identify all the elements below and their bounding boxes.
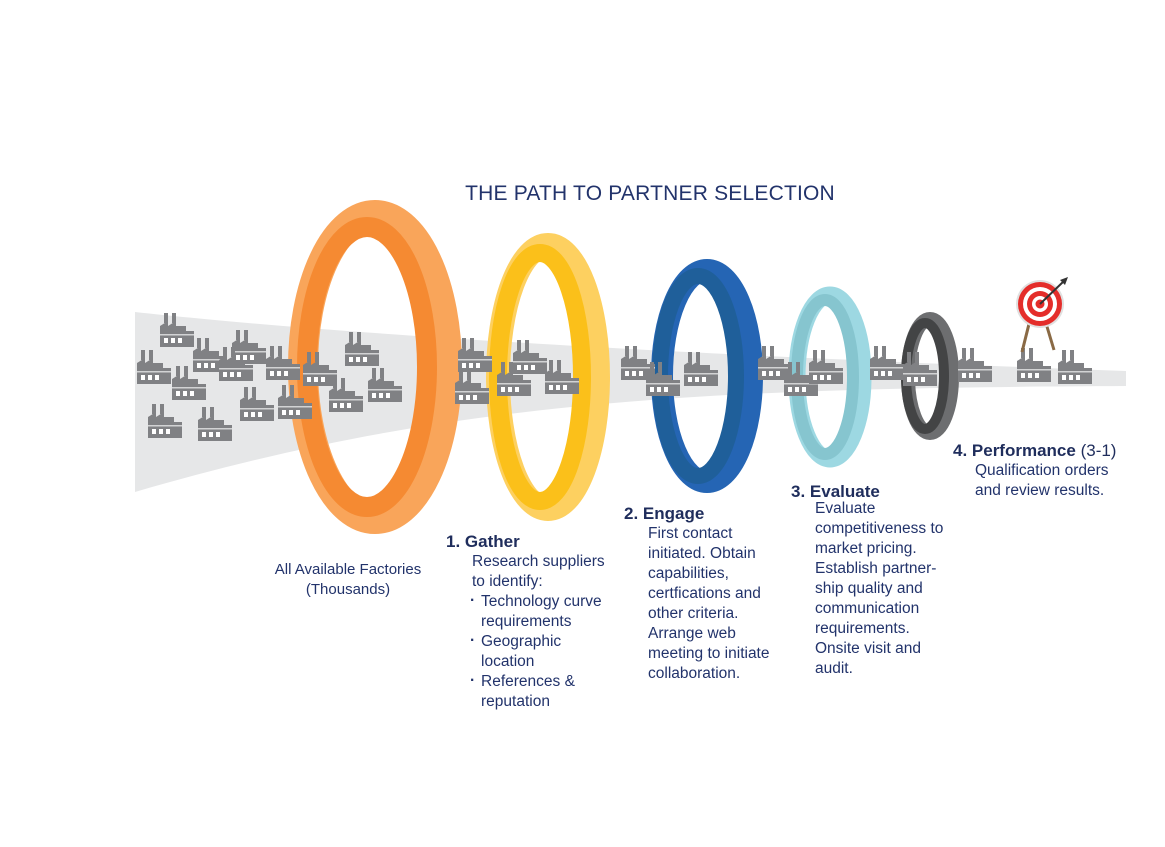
body-line: collaboration. bbox=[648, 665, 741, 682]
body-line: Onsite visit and bbox=[815, 640, 921, 657]
step-body: Qualification orders and review results. bbox=[953, 461, 1158, 501]
body-line: Research suppliers bbox=[472, 553, 605, 570]
body-line: ship quality and bbox=[815, 580, 923, 597]
body-line: capabilities, bbox=[648, 565, 729, 582]
body-line: and review results. bbox=[975, 482, 1105, 499]
body-line: meeting to initiate bbox=[648, 645, 770, 662]
body-line: certfications and bbox=[648, 585, 761, 602]
bullet-text: Technology curve bbox=[481, 593, 602, 610]
bullet-text: location bbox=[481, 653, 535, 670]
body-line: other criteria. bbox=[648, 605, 739, 622]
step-performance: 4. Performance (3-1) Qualification order… bbox=[953, 440, 1158, 501]
body-line: Arrange web bbox=[648, 625, 736, 642]
bullet-item: References & reputation bbox=[470, 671, 646, 712]
target-icon bbox=[1016, 277, 1068, 353]
all-factories-label: All Available Factories (Thousands) bbox=[244, 560, 452, 600]
bullet-text: Geographic bbox=[481, 633, 562, 650]
step-heading: 1. Gather bbox=[446, 532, 520, 551]
page-title: THE PATH TO PARTNER SELECTION bbox=[465, 182, 835, 205]
bullet-item: Technology curve requirements bbox=[470, 591, 646, 632]
body-line: Evaluate bbox=[815, 500, 876, 517]
step-evaluate: 3. Evaluate Evaluate competitiveness to … bbox=[791, 481, 981, 679]
step-gather: 1. Gather Research suppliers to identify… bbox=[446, 531, 646, 712]
bullet-text: requirements bbox=[481, 613, 572, 630]
label-line: (Thousands) bbox=[305, 581, 391, 598]
body-line: audit. bbox=[815, 660, 853, 677]
bullet-text: References & bbox=[481, 673, 575, 690]
step-body: Evaluate competitiveness to market prici… bbox=[791, 499, 981, 679]
body-line: requirements. bbox=[815, 620, 910, 637]
heading-text: 4. Performance bbox=[953, 441, 1076, 460]
label-line: All Available Factories bbox=[274, 561, 422, 578]
bullet-text: reputation bbox=[481, 693, 550, 710]
body-line: competitiveness to bbox=[815, 520, 944, 537]
funnel-band bbox=[135, 312, 1126, 492]
step-heading: 4. Performance (3-1) bbox=[953, 440, 1158, 461]
body-line: initiated. Obtain bbox=[648, 545, 756, 562]
bullet-item: Geographic location bbox=[470, 631, 646, 672]
heading-suffix: (3-1) bbox=[1080, 441, 1117, 460]
body-line: Qualification orders bbox=[975, 462, 1109, 479]
step-heading: 2. Engage bbox=[624, 504, 705, 523]
body-line: communication bbox=[815, 600, 920, 617]
step-body: First contact initiated. Obtain capabili… bbox=[624, 524, 804, 684]
body-line: to identify: bbox=[472, 573, 543, 590]
step-heading: 3. Evaluate bbox=[791, 482, 880, 501]
body-line: market pricing. bbox=[815, 540, 917, 557]
body-line: Establish partner- bbox=[815, 560, 937, 577]
step-body: Research suppliers to identify: Technolo… bbox=[446, 552, 646, 712]
step-engage: 2. Engage First contact initiated. Obtai… bbox=[624, 503, 804, 684]
body-line: First contact bbox=[648, 525, 733, 542]
